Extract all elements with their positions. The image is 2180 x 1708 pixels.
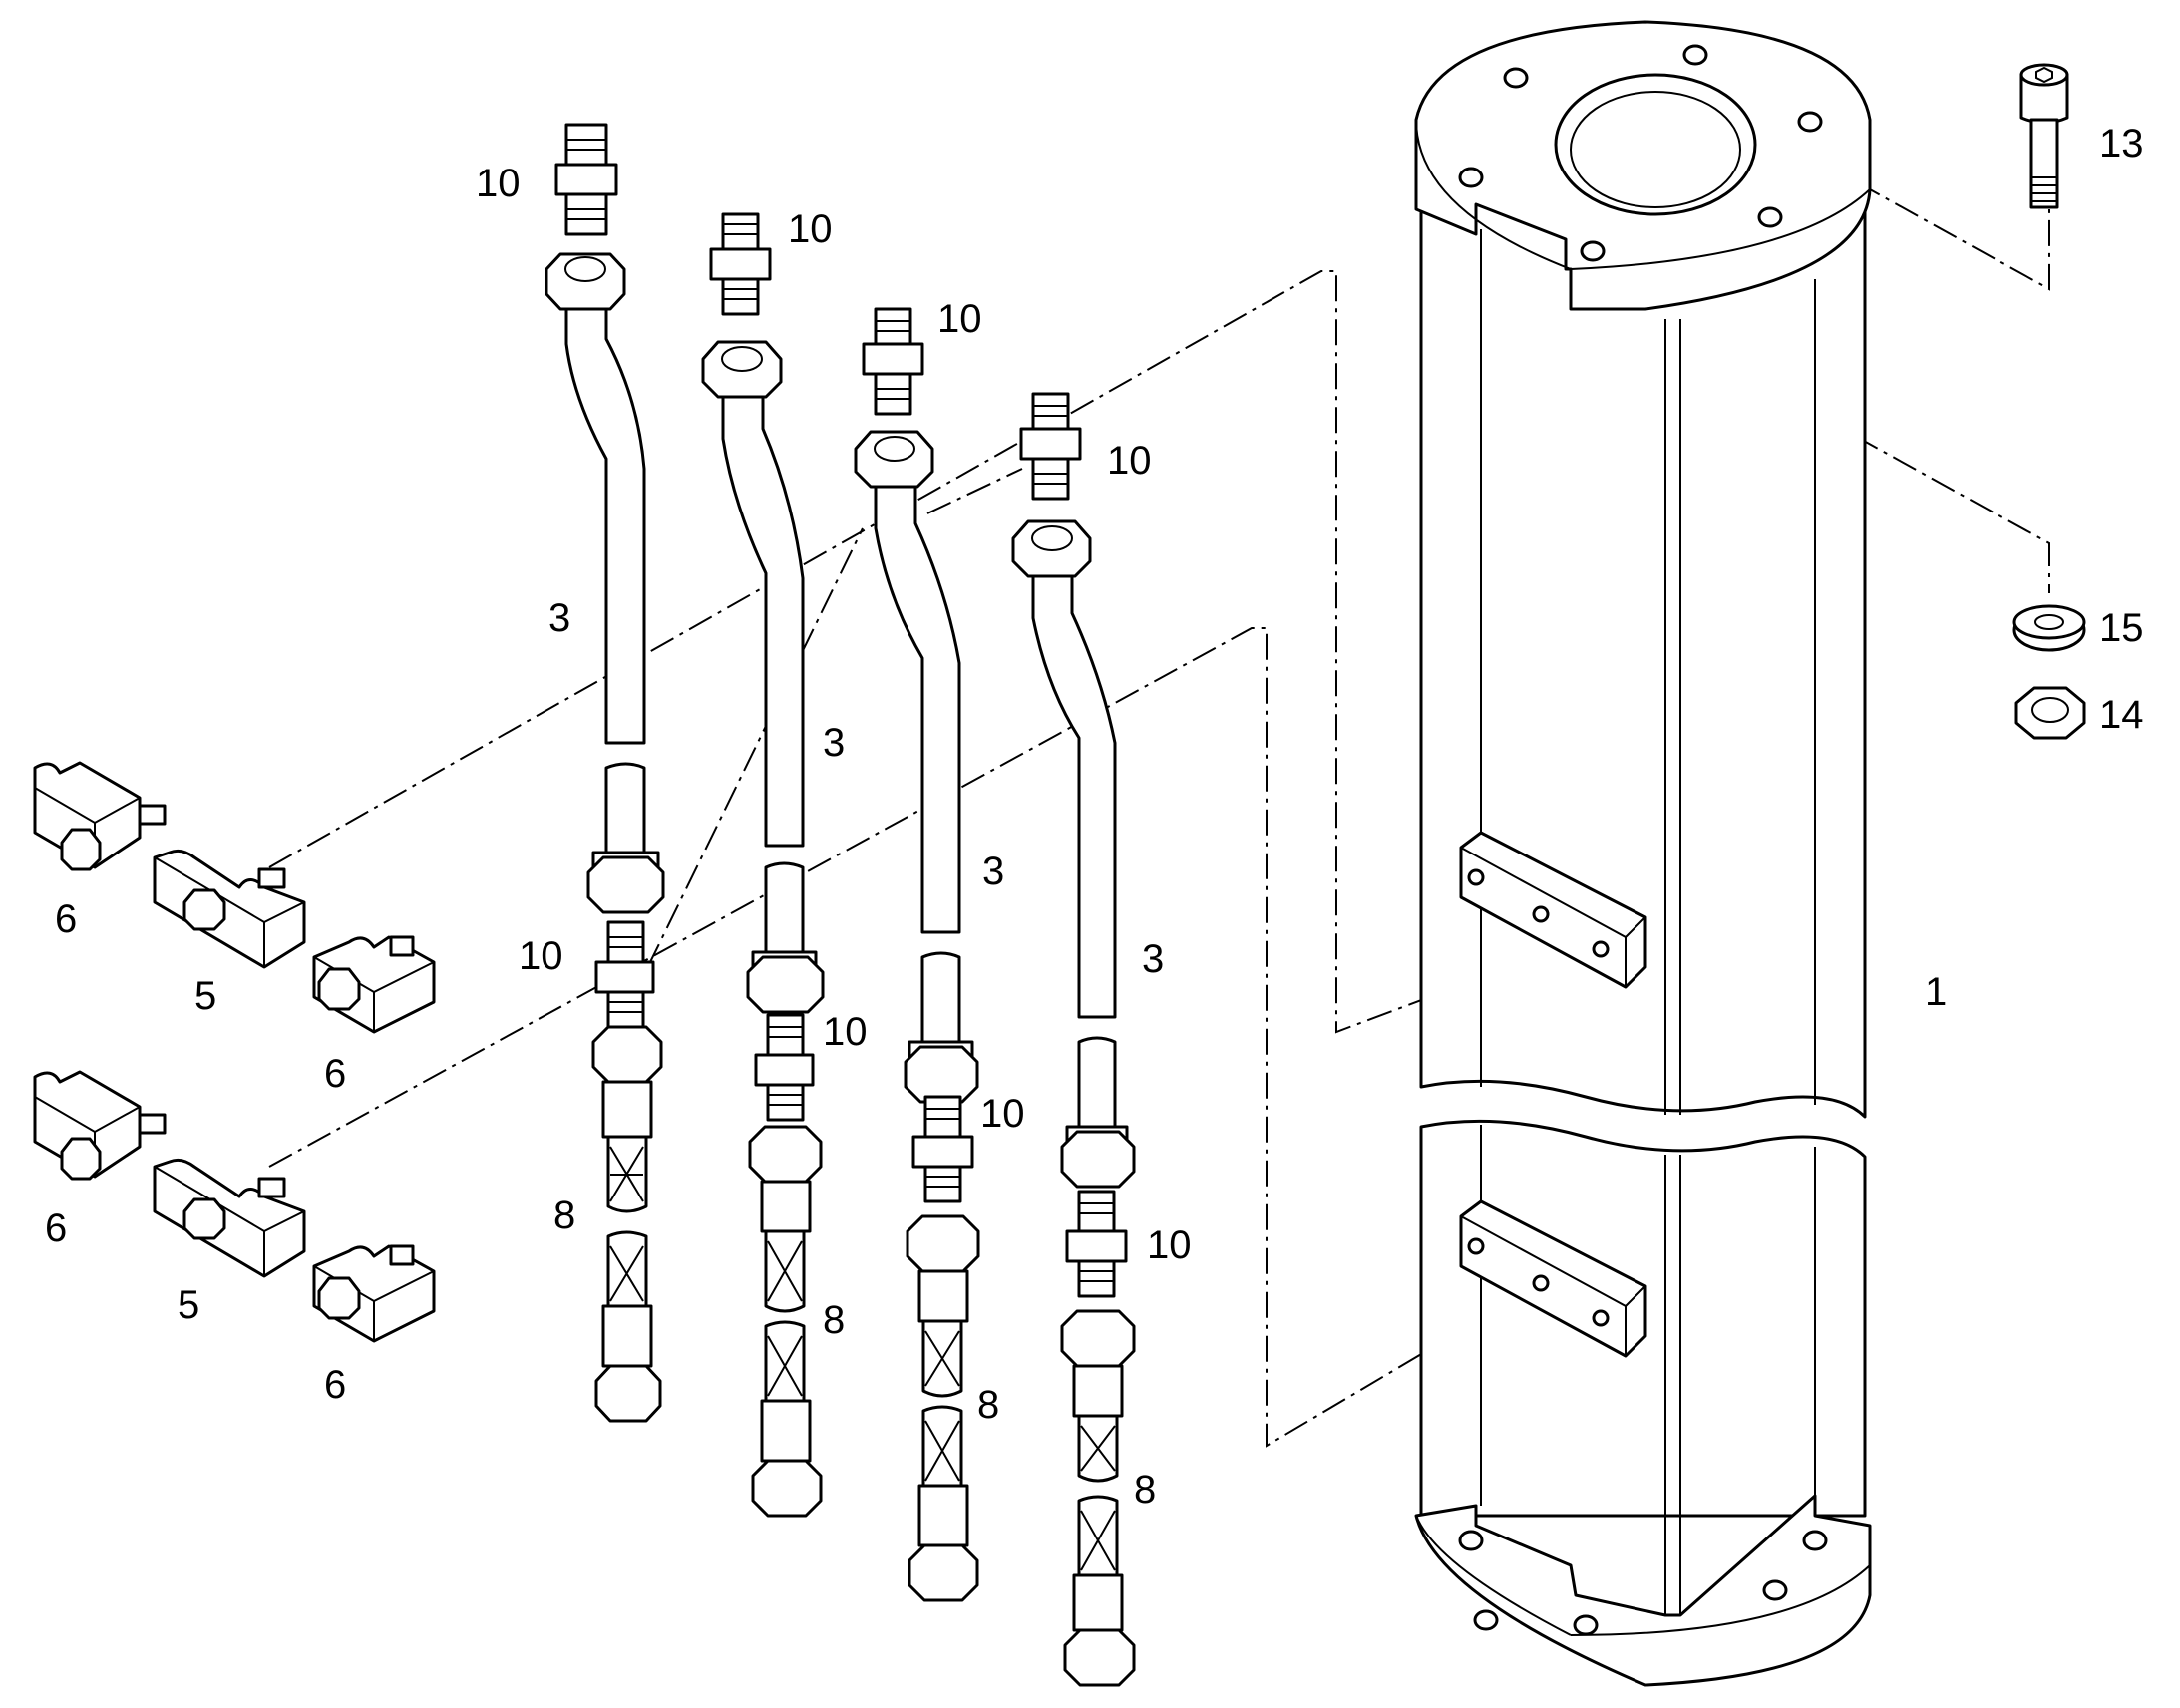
label-washer: 15 (2099, 606, 2144, 650)
label-fitting-c-top: 10 (937, 297, 982, 341)
label-hose-b: 8 (823, 1298, 845, 1342)
housing-body (1414, 20, 1872, 1687)
label-fitting-a-mid: 10 (519, 934, 563, 978)
bottom-flange-holes (1458, 1530, 1828, 1636)
label-clamp-single-4: 6 (324, 1363, 346, 1407)
label-tube-b: 3 (823, 721, 845, 765)
label-fitting-b-mid: 10 (823, 1010, 868, 1054)
label-fitting-a-top: 10 (476, 162, 521, 205)
label-clamp-double-1: 5 (194, 974, 216, 1018)
label-clamp-single-3: 6 (45, 1206, 67, 1250)
nut (2014, 686, 2086, 740)
washer (2012, 604, 2086, 652)
label-fitting-d-mid: 10 (1147, 1223, 1192, 1267)
label-housing: 1 (1925, 970, 1947, 1014)
tube-assembly-b (701, 212, 825, 1518)
label-tube-d: 3 (1142, 937, 1164, 981)
clamp-group-upper (33, 761, 436, 1034)
mounting-bar-upper (1459, 831, 1647, 989)
callout-labels: 1 13 15 14 10 10 10 10 10 10 10 10 3 3 3… (45, 122, 2144, 1512)
label-clamp-double-2: 5 (178, 1283, 199, 1327)
label-clamp-single-1: 6 (55, 897, 77, 941)
bolt (2019, 63, 2069, 209)
tube-assembly-a (545, 123, 665, 1423)
tube-assembly-c (854, 307, 980, 1602)
clamp-group-lower (33, 1070, 436, 1343)
label-hose-c: 8 (977, 1383, 999, 1427)
label-tube-a: 3 (548, 596, 570, 640)
label-clamp-single-2: 6 (324, 1052, 346, 1096)
label-nut: 14 (2099, 693, 2144, 737)
flange-holes (1458, 44, 1823, 262)
label-fitting-b-top: 10 (788, 207, 833, 251)
label-hose-a: 8 (553, 1194, 575, 1237)
label-tube-c: 3 (982, 850, 1004, 893)
label-fitting-d-top: 10 (1107, 439, 1152, 483)
label-fitting-c-mid: 10 (980, 1092, 1025, 1136)
tube-assembly-d (1011, 392, 1136, 1687)
label-hose-d: 8 (1134, 1468, 1156, 1512)
mounting-bar-lower (1459, 1199, 1647, 1358)
label-bolt: 13 (2099, 122, 2144, 166)
